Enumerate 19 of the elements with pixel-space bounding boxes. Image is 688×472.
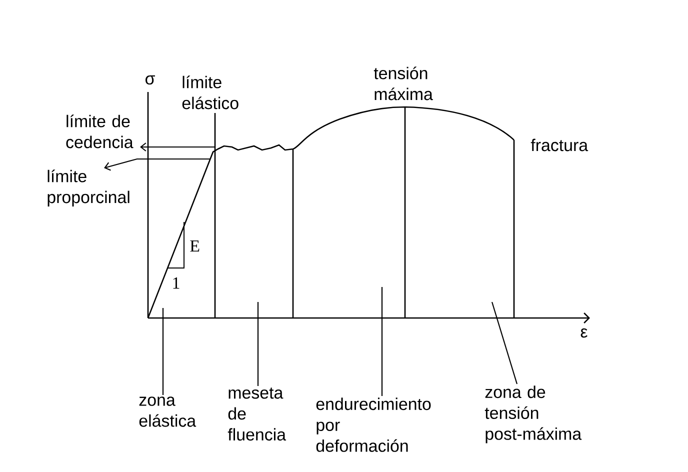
annotation: límite elástico bbox=[182, 76, 238, 110]
axis-label: ε bbox=[580, 328, 588, 338]
slope-label: 1 bbox=[173, 277, 180, 289]
zone-label: endurecimiento por deformación bbox=[316, 398, 431, 452]
zone-label: límite proporcinal bbox=[48, 170, 130, 207]
slope-label: E bbox=[190, 240, 200, 252]
leader-line bbox=[257, 302, 259, 386]
zone-label: zona de tensión post-máxima bbox=[484, 386, 582, 444]
zone-label: zona elástica bbox=[139, 396, 196, 427]
leader-line bbox=[491, 302, 518, 384]
zone-label: límite de cedencia bbox=[66, 114, 134, 148]
leader-line bbox=[162, 308, 164, 395]
annotation: fractura bbox=[530, 138, 588, 152]
arrow bbox=[140, 142, 215, 152]
arrow bbox=[104, 158, 210, 171]
leader-line bbox=[381, 287, 383, 396]
zone-label: meseta de fluencia bbox=[228, 388, 286, 441]
annotation: tensión máxima bbox=[374, 66, 433, 100]
axis-label: σ bbox=[146, 75, 155, 85]
